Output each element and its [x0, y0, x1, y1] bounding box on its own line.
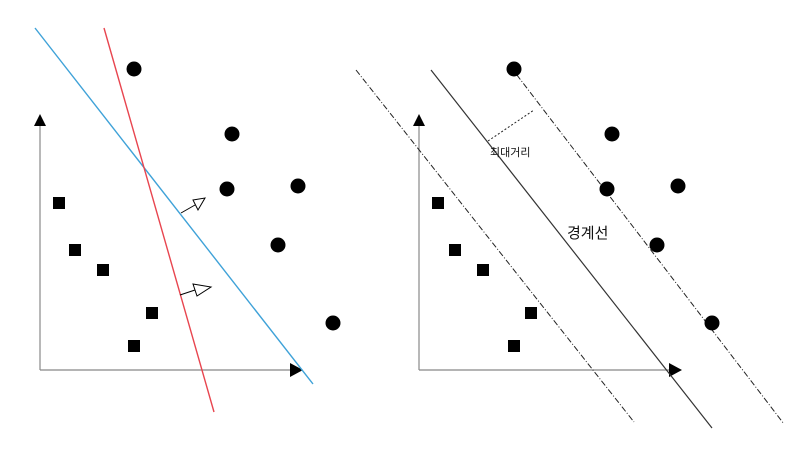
right-circle-samples	[506, 61, 720, 331]
left-circle-samples	[126, 61, 341, 331]
circle-marker	[599, 181, 615, 197]
square-marker	[508, 340, 520, 352]
right-y-axis-arrow-icon	[413, 114, 425, 126]
margin-width-indicator	[487, 109, 535, 142]
right-x-axis-arrow-icon	[669, 363, 682, 377]
circle-marker	[270, 237, 286, 253]
square-marker	[477, 264, 489, 276]
circle-marker	[649, 237, 665, 253]
boundary-label: 경계선	[567, 224, 608, 242]
left-blue-direction-arrow-icon	[180, 197, 206, 214]
square-marker	[449, 244, 461, 256]
circle-marker	[126, 61, 142, 77]
square-marker	[97, 264, 109, 276]
circle-marker	[670, 178, 686, 194]
max-margin-label: 최대거리	[490, 146, 530, 159]
left-panel	[34, 27, 341, 413]
square-marker	[525, 307, 537, 319]
circle-marker	[219, 181, 235, 197]
left-red-direction-arrow-icon	[179, 283, 213, 297]
square-marker	[146, 307, 158, 319]
left-square-samples	[53, 197, 158, 352]
circle-marker	[224, 126, 240, 142]
right-panel: 최대거리 경계선	[355, 61, 785, 429]
right-margin-line-upper	[509, 65, 785, 425]
right-margin-line-lower	[355, 69, 635, 423]
circle-marker	[325, 315, 341, 331]
square-marker	[128, 340, 140, 352]
left-blue-line	[34, 27, 314, 385]
right-square-samples	[432, 197, 537, 352]
left-y-axis-arrow-icon	[34, 114, 46, 126]
square-marker	[69, 244, 81, 256]
circle-marker	[506, 61, 522, 77]
left-red-line	[103, 27, 215, 413]
square-marker	[53, 197, 65, 209]
circle-marker	[604, 126, 620, 142]
left-x-axis-arrow-icon	[290, 363, 303, 377]
circle-marker	[290, 178, 306, 194]
decision-boundary-line	[430, 69, 713, 429]
square-marker	[432, 197, 444, 209]
circle-marker	[704, 315, 720, 331]
